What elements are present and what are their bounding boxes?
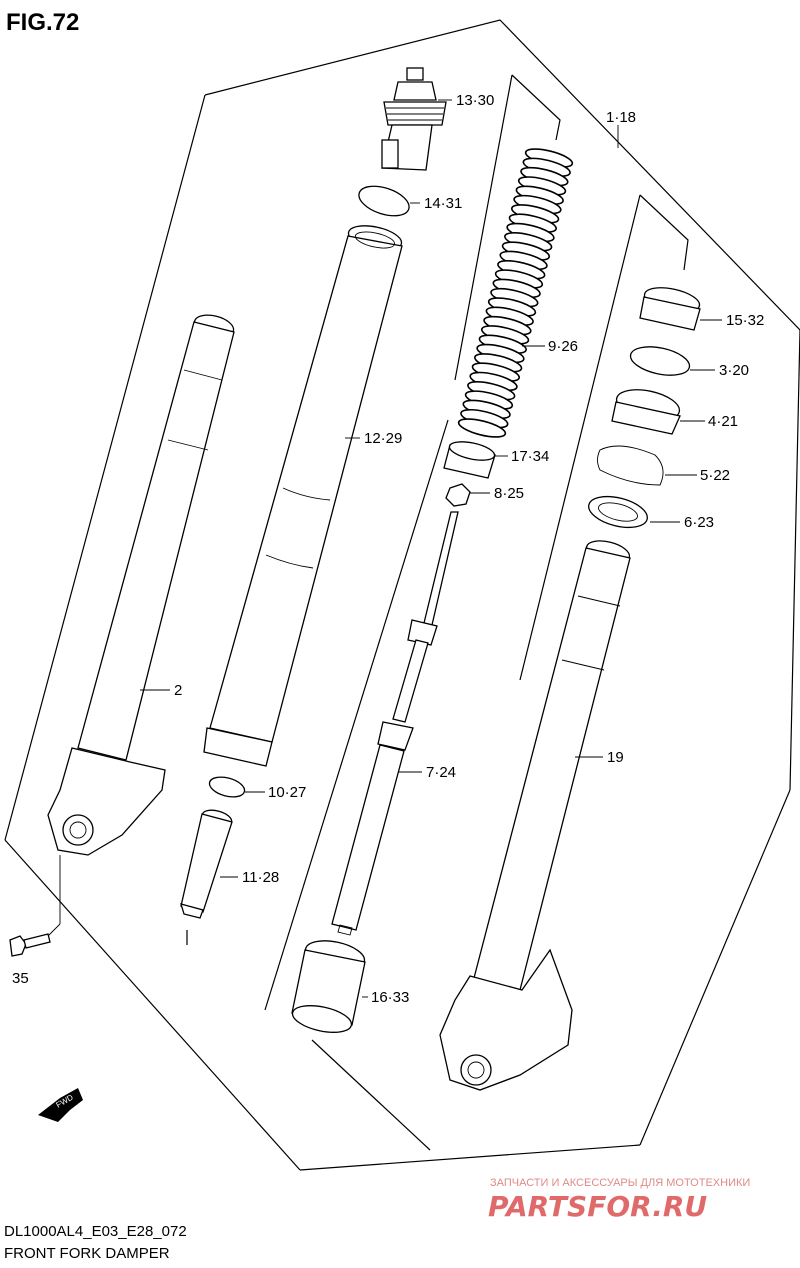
right-outer-tube xyxy=(439,540,631,1091)
fork-cap-bolt xyxy=(381,67,447,171)
figure-title: FIG.72 xyxy=(6,9,79,36)
callout-7: 7·24 xyxy=(426,764,456,781)
model-code: DL1000AL4_E03_E28_072 xyxy=(4,1223,187,1240)
stopper-ring xyxy=(597,445,664,486)
inner-tube xyxy=(203,225,403,767)
callout-2: 2 xyxy=(174,682,182,699)
watermark-tagline: ЗАПЧАСТИ И АКСЕССУАРЫ ДЛЯ МОТОТЕХНИКИ xyxy=(490,1177,750,1189)
callout-19: 19 xyxy=(607,749,624,766)
assembly-outline-right xyxy=(299,194,800,1171)
dust-seal xyxy=(588,495,648,529)
damper-rod xyxy=(331,511,459,936)
callout-9: 9·26 xyxy=(548,338,578,355)
callout-14: 14·31 xyxy=(424,195,462,212)
piston-ring xyxy=(208,776,246,798)
lock-nut xyxy=(445,483,471,507)
oil-lock-piece xyxy=(180,809,233,919)
callout-3: 3·20 xyxy=(719,362,749,379)
left-outer-tube xyxy=(47,314,235,856)
callout-4: 4·21 xyxy=(708,413,738,430)
oil-seal xyxy=(611,389,681,435)
callout-5: 5·22 xyxy=(700,467,730,484)
seal-washer xyxy=(629,346,691,376)
callout-13: 13·30 xyxy=(456,92,494,109)
callout-17: 17·34 xyxy=(511,448,549,465)
spring-spacer xyxy=(443,441,496,479)
bracket-bolt xyxy=(9,855,61,957)
callout-15: 15·32 xyxy=(726,312,764,329)
collar xyxy=(291,940,366,1033)
spring-coil xyxy=(457,418,507,438)
callout-labels: 13·30 1·18 14·31 15·32 9·26 3·20 12·29 4… xyxy=(12,92,764,1006)
assembly-outline-left xyxy=(4,19,800,1171)
watermark-site: PARTSFOR.RU xyxy=(488,1190,707,1223)
upper-bushing xyxy=(639,287,701,331)
callout-6: 6·23 xyxy=(684,514,714,531)
callout-10: 10·27 xyxy=(268,784,306,801)
callout-1: 1·18 xyxy=(606,109,636,126)
o-ring xyxy=(358,185,410,217)
diagram-caption: FRONT FORK DAMPER xyxy=(4,1245,170,1262)
callout-8: 8·25 xyxy=(494,485,524,502)
fork-spring xyxy=(457,148,574,438)
fwd-arrow: FWD xyxy=(38,1088,83,1122)
callout-12: 12·29 xyxy=(364,430,402,447)
assembly-outline-inner xyxy=(186,74,561,1151)
watermark: ЗАПЧАСТИ И АКСЕССУАРЫ ДЛЯ МОТОТЕХНИКИ PA… xyxy=(488,1177,750,1223)
callout-35: 35 xyxy=(12,970,29,987)
leader-lines xyxy=(140,99,722,998)
callout-16: 16·33 xyxy=(371,989,409,1006)
callout-11: 11·28 xyxy=(242,869,279,886)
